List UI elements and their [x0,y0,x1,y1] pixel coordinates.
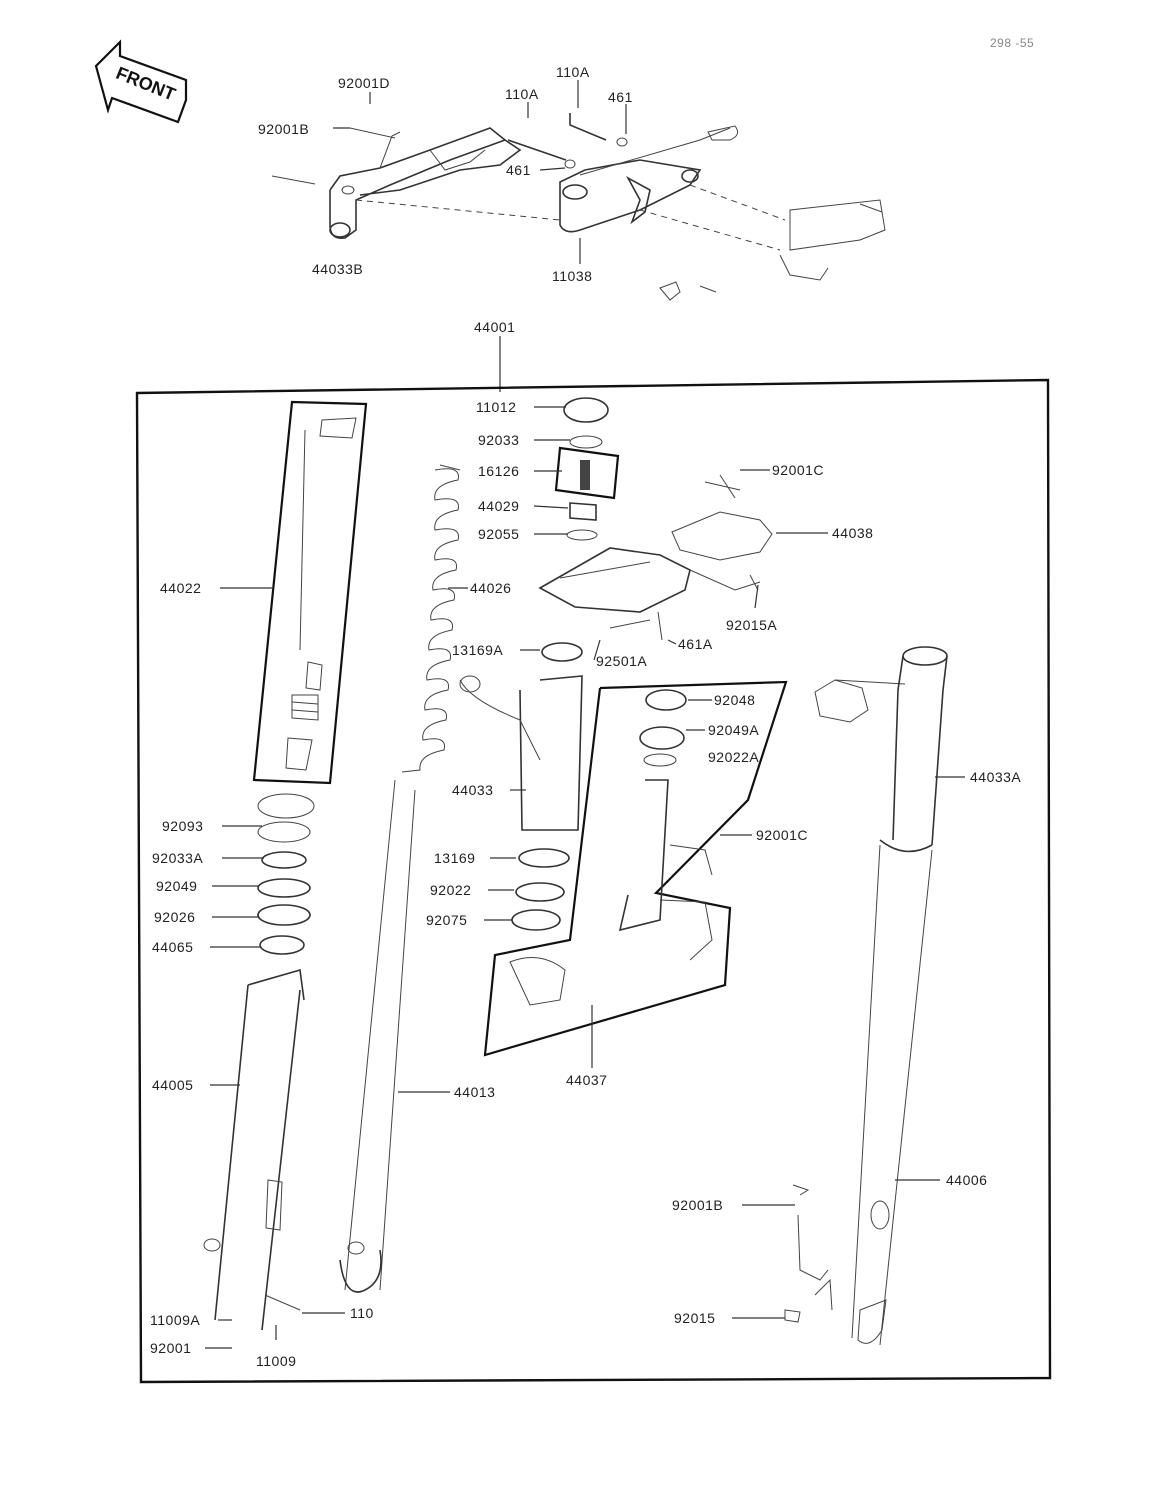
callout-44037: 44037 [566,1072,607,1088]
callout-92049: 92049 [156,878,197,894]
callout-11009A: 11009A [150,1312,200,1328]
callout-92001C-top: 92001C [772,462,824,478]
callout-13169: 13169 [434,850,475,866]
callout-92001C: 92001C [756,827,808,843]
callout-461: 461 [608,89,633,105]
callout-92022A: 92022A [708,749,759,765]
callout-92001D: 92001D [338,75,390,91]
callout-92015: 92015 [674,1310,715,1326]
lower-triple-clamp [483,680,788,1057]
left-fork-outer-tube [203,793,315,1331]
top-leaders [333,80,627,392]
callout-11009: 11009 [256,1353,296,1369]
main-leaders [205,406,965,1349]
callout-labels: 92001D 110A 110A 461 92001B 461 44033B 1… [150,64,1021,1369]
callout-92049A: 92049A [708,722,759,738]
callout-44005: 44005 [152,1077,193,1093]
callout-92048: 92048 [714,692,755,708]
callout-92015A: 92015A [726,617,777,633]
right-fork-outer-tube [814,646,948,1346]
handlebar-bracket-assembly [271,113,886,301]
callout-44001: 44001 [474,319,515,335]
right-lower-hardware [784,1184,833,1323]
steering-stem [459,642,583,931]
callout-92033A: 92033A [152,850,203,866]
front-arrow-icon: FRONT [94,39,188,124]
callout-44033A: 44033A [970,769,1021,785]
callout-44013: 44013 [454,1084,495,1100]
callout-44006: 44006 [946,1172,987,1188]
callout-11038: 11038 [552,268,592,284]
callout-461A: 461A [678,636,713,652]
fork-spring [401,464,461,773]
callout-92501A: 92501A [596,653,647,669]
callout-44022: 44022 [160,580,201,596]
callout-110A-upper: 110A [556,64,590,80]
callout-13169A: 13169A [452,642,503,658]
callout-92001: 92001 [150,1340,191,1356]
top-cap-assembly [538,397,773,641]
fork-inner-tube [339,779,416,1293]
callout-44029: 44029 [478,498,519,514]
front-arrow-label: FRONT [113,63,178,105]
callout-461-lower: 461 [506,162,531,178]
callout-44038: 44038 [832,525,873,541]
callout-44033B: 44033B [312,261,363,277]
callout-92001B-top: 92001B [258,121,309,137]
callout-44033: 44033 [452,782,493,798]
callout-92026: 92026 [154,909,195,925]
callout-92001B: 92001B [672,1197,723,1213]
callout-16126: 16126 [478,463,519,479]
callout-92055: 92055 [478,526,519,542]
callout-92075: 92075 [426,912,467,928]
callout-11012: 11012 [476,399,516,415]
callout-44065: 44065 [152,939,193,955]
diagram-frame [135,378,1052,1384]
page-code: 298 -55 [990,36,1034,50]
callout-44026: 44026 [470,580,511,596]
callout-92093: 92093 [162,818,203,834]
callout-110A: 110A [505,86,539,102]
fork-inner-assembly-box [252,400,368,785]
callout-92033: 92033 [478,432,519,448]
callout-92022: 92022 [430,882,471,898]
callout-110: 110 [350,1305,374,1321]
